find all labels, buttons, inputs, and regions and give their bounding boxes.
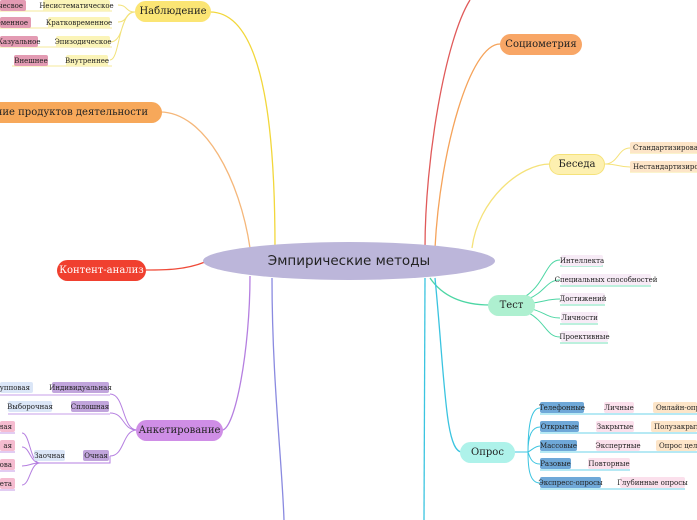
leaf-survey-9[interactable]: Опрос целе xyxy=(656,440,697,451)
connector-test xyxy=(429,277,491,306)
branch-content-analysis[interactable]: Контент-анализ xyxy=(57,260,146,281)
leaf-test-4[interactable]: Личности xyxy=(561,312,598,323)
leaf-questionnaire-4[interactable]: Сплошная xyxy=(70,401,110,412)
branch-questionnaire[interactable]: Анкетирование xyxy=(136,420,223,441)
leaf-survey-2[interactable]: Личные xyxy=(604,402,634,413)
leaf-observation-2[interactable]: Несистематическое xyxy=(39,0,114,11)
leaf-survey-12[interactable]: Экспресс-опросы xyxy=(538,477,603,488)
leaf-observation-8[interactable]: Внутреннее xyxy=(64,55,110,66)
leaf-survey-13[interactable]: Глубинные опросы xyxy=(617,477,688,488)
branch-conversation[interactable]: Беседа xyxy=(549,154,605,175)
leaf-questionnaire-7[interactable]: Заочная xyxy=(34,450,65,461)
branch-test[interactable]: Тест xyxy=(488,295,535,316)
leaf-observation-4[interactable]: Кратковременное xyxy=(45,17,113,28)
leaf-survey-6[interactable]: Полузакрыты xyxy=(651,421,697,432)
leaf-conversation-2[interactable]: Нестандартизирован xyxy=(630,161,697,172)
connector-red-up xyxy=(424,0,471,249)
connector-sociometry xyxy=(434,43,501,249)
leaf-survey-4[interactable]: Открытые xyxy=(540,421,579,432)
leaf-survey-7[interactable]: Массовые xyxy=(539,440,578,451)
leaf-test-5[interactable]: Проективные xyxy=(559,331,610,342)
leaf-survey-11[interactable]: Повторные xyxy=(588,458,630,469)
leaf-observation-6[interactable]: Эпизодическое xyxy=(54,36,112,47)
leaf-observation-1[interactable]: чесвое xyxy=(0,0,26,11)
connector-cyan-down xyxy=(423,277,426,520)
leaf-survey-8[interactable]: Экспертные xyxy=(595,440,641,451)
branch-observation[interactable]: Наблюдение xyxy=(135,1,211,22)
leaf-test-1[interactable]: Интеллекта xyxy=(559,255,605,266)
leaf-survey-1[interactable]: Телефонные xyxy=(538,402,586,413)
connector-content-analysis xyxy=(145,261,206,271)
leaf-survey-3[interactable]: Онлайн-опро xyxy=(653,402,697,413)
leaf-observation-3[interactable]: еменное xyxy=(0,17,31,28)
leaf-survey-10[interactable]: Разовые xyxy=(540,458,571,469)
leaf-observation-7[interactable]: Внешнее xyxy=(14,55,48,66)
branch-sociometry[interactable]: Социометрия xyxy=(500,34,582,55)
branch-product-study[interactable]: учение продуктов деятельности xyxy=(0,102,162,123)
leaf-questionnaire-3[interactable]: Выборочная xyxy=(7,401,53,412)
branch-survey[interactable]: Опрос xyxy=(460,442,515,463)
connector-observation xyxy=(209,11,276,249)
central-topic[interactable]: Эмпирические методы xyxy=(203,242,495,280)
leaf-test-2[interactable]: Специальных способностей xyxy=(554,274,658,285)
connector-survey xyxy=(434,277,463,453)
leaf-test-3[interactable]: Достижений xyxy=(559,293,607,304)
connector-questionnaire xyxy=(221,275,251,431)
leaf-questionnaire-1[interactable]: Групповая xyxy=(0,382,33,393)
leaf-questionnaire-5[interactable]: ная xyxy=(0,421,15,432)
leaf-questionnaire-6[interactable]: ая xyxy=(0,440,15,451)
leaf-conversation-1[interactable]: Стандартизированна xyxy=(630,142,697,153)
leaf-questionnaire-8[interactable]: Очная xyxy=(83,450,109,461)
leaf-observation-5[interactable]: Казуальное xyxy=(0,36,41,47)
leaf-questionnaire-10[interactable]: кета xyxy=(0,478,15,489)
connector-blue-down xyxy=(271,277,285,520)
connector-conversation xyxy=(471,163,551,249)
leaf-questionnaire-2[interactable]: Индивидуальная xyxy=(49,382,112,393)
connector-product-study xyxy=(159,111,251,249)
leaf-questionnaire-9[interactable]: ова xyxy=(0,459,15,470)
leaf-survey-5[interactable]: Закрытые xyxy=(596,421,634,432)
